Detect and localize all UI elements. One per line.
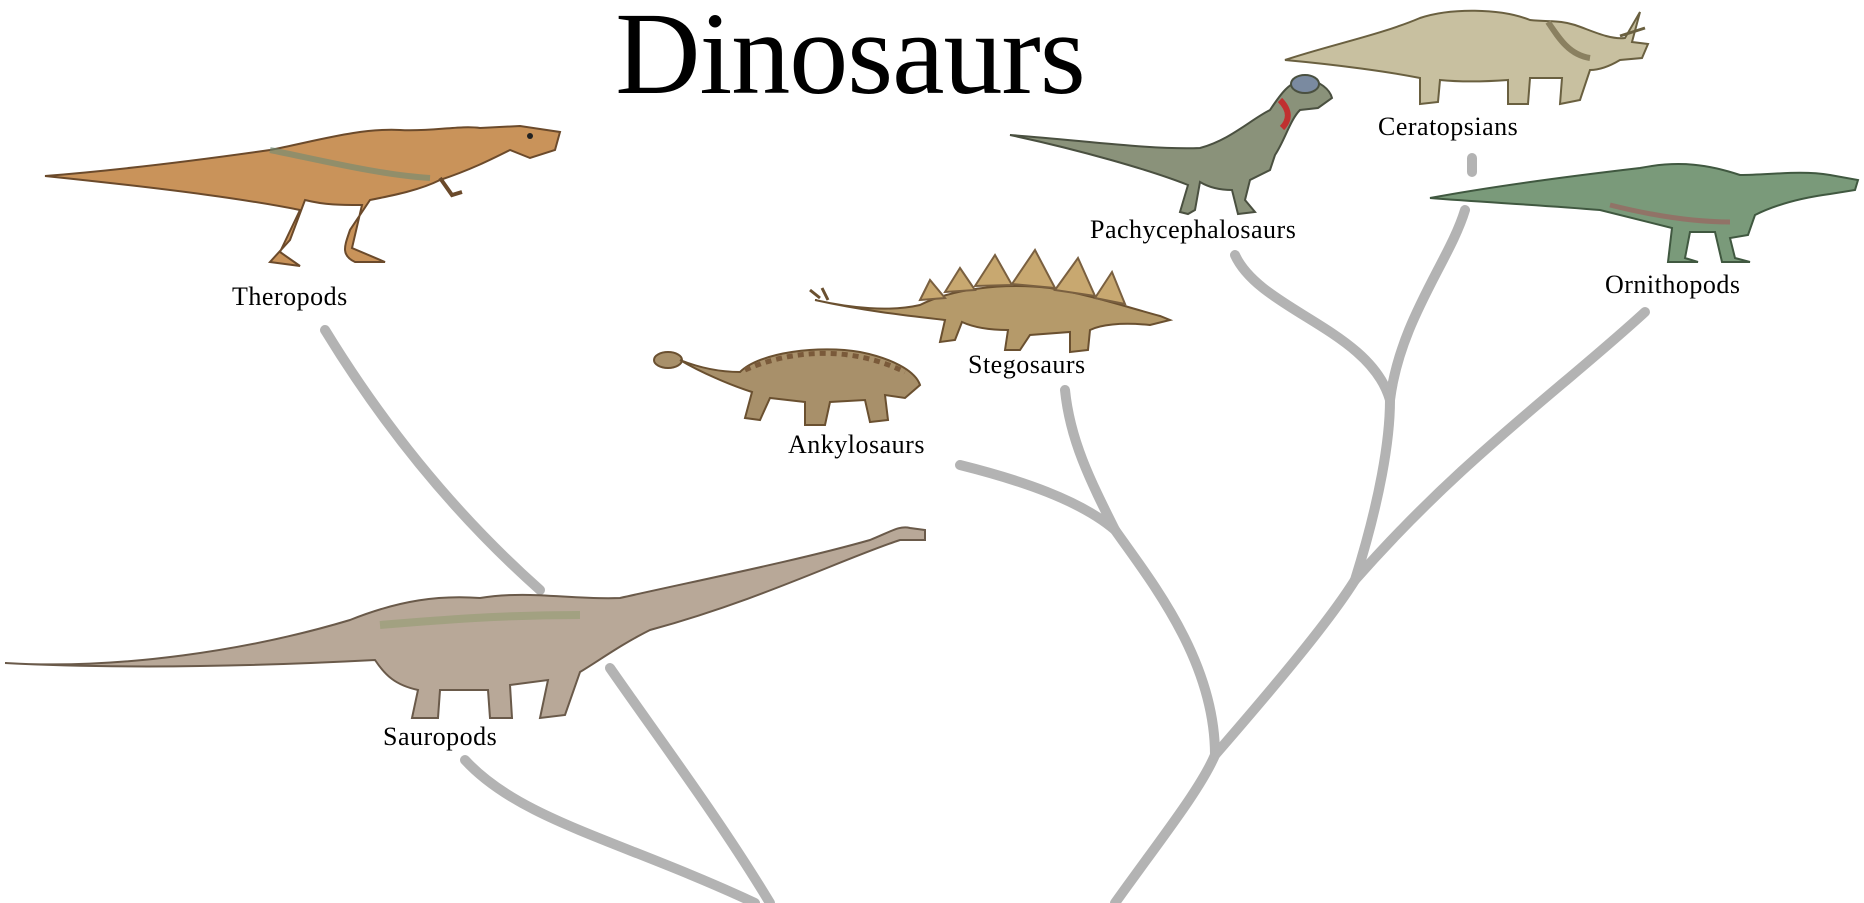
branch-cerapoda xyxy=(1215,580,1355,755)
label-sauropods: Sauropods xyxy=(383,722,497,752)
label-pachycephalosaurs: Pachycephalosaurs xyxy=(1090,215,1296,245)
branch-saurischia-stem xyxy=(610,668,770,903)
branch-theropods xyxy=(325,330,540,590)
label-ceratopsians: Ceratopsians xyxy=(1378,112,1518,142)
branch-thyreophora xyxy=(1115,530,1215,755)
page-title: Dinosaurs xyxy=(0,0,1700,122)
ankylosaur-illustration xyxy=(654,349,920,425)
long-neck-sauropod-illustration xyxy=(5,527,925,718)
branch-sauropods xyxy=(465,760,755,903)
iguanodon-illustration xyxy=(1430,164,1858,262)
label-theropods: Theropods xyxy=(232,282,348,312)
label-ankylosaurs: Ankylosaurs xyxy=(788,430,925,460)
branch-pachycephalosaurs xyxy=(1235,255,1390,400)
label-ornithopods: Ornithopods xyxy=(1605,270,1741,300)
branch-ornithischia-stem xyxy=(1115,755,1215,903)
t-rex-illustration xyxy=(45,126,560,266)
branch-ceratopsians xyxy=(1390,210,1465,400)
label-stegosaurs: Stegosaurs xyxy=(968,350,1086,380)
stegosaurus-illustration xyxy=(810,250,1170,352)
